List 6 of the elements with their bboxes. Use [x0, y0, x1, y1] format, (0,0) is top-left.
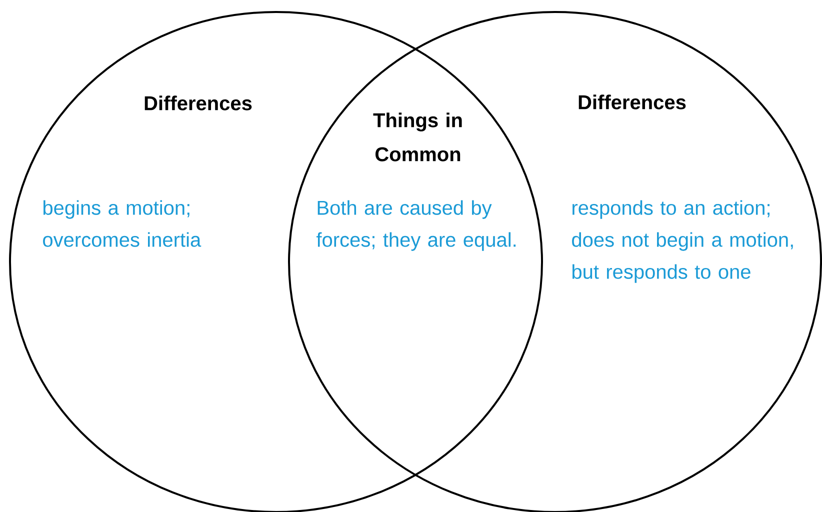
body-text: Both are caused by forces; they are equal.: [316, 200, 516, 251]
heading: Things in Common: [373, 112, 462, 162]
heading: Differences: [578, 94, 686, 110]
heading: Differences: [144, 96, 252, 110]
body-text: responds to an action; does not begin a motion, but responds to one: [572, 200, 793, 283]
body-text: begins a motion; overcomes inertia: [43, 200, 202, 247]
